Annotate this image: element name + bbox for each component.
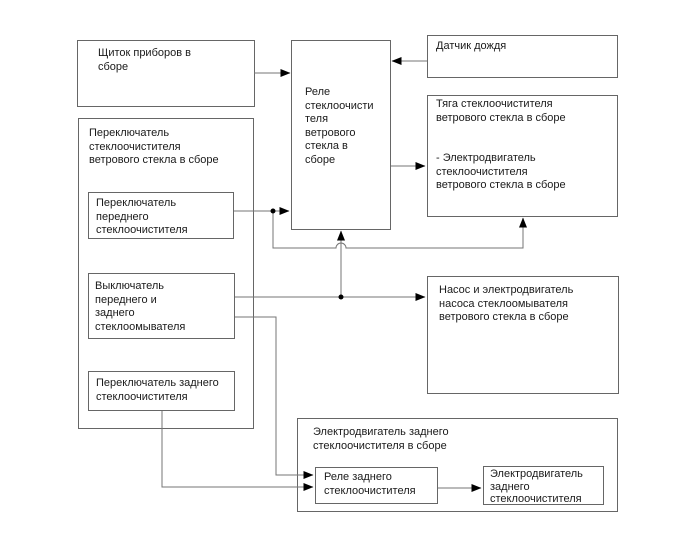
junction-dot-washer-line bbox=[338, 294, 344, 300]
group-label-wiper-switch-assembly: Переключатель стеклоочистителя ветрового… bbox=[89, 127, 219, 166]
node-washer-switch: Выключатель переднего и заднего стеклоом… bbox=[88, 273, 235, 339]
node-washer-pump-motor-label: Насос и электродвигатель насоса стеклоом… bbox=[439, 284, 574, 323]
node-rear-wiper-motor: Электродвигатель заднего стеклоочистител… bbox=[483, 466, 604, 505]
node-rain-sensor-label: Датчик дождя bbox=[436, 40, 507, 52]
node-rear-wiper-switch: Переключатель заднего стеклоочистителя bbox=[88, 371, 235, 411]
node-wiper-linkage-sublabel: - Электродвигатель стеклоочистителя ветр… bbox=[436, 152, 566, 191]
node-front-wiper-switch-label: Переключатель переднего стеклоочистителя bbox=[96, 197, 188, 236]
node-windshield-wiper-relay-label: Реле стеклоочисти теля ветрового стекла … bbox=[305, 86, 374, 166]
node-washer-switch-label: Выключатель переднего и заднего стеклоом… bbox=[95, 280, 186, 333]
node-wiper-linkage-label: Тяга стеклоочистителя ветрового стекла в… bbox=[436, 98, 566, 124]
node-rear-wiper-relay: Реле заднего стеклоочистителя bbox=[315, 467, 438, 504]
node-instrument-panel-label: Щиток приборов в сборе bbox=[98, 47, 191, 73]
node-rear-wiper-relay-label: Реле заднего стеклоочистителя bbox=[324, 471, 416, 497]
node-front-wiper-switch: Переключатель переднего стеклоочистителя bbox=[88, 192, 234, 239]
node-instrument-panel: Щиток приборов в сборе bbox=[77, 40, 255, 107]
group-label-rear-wiper-motor-assembly: Электродвигатель заднего стеклоочистител… bbox=[313, 426, 449, 452]
node-rear-wiper-switch-label: Переключатель заднего стеклоочистителя bbox=[96, 377, 219, 403]
node-rain-sensor: Датчик дождя bbox=[427, 35, 618, 78]
junction-dot-front-switch-line bbox=[270, 208, 276, 214]
node-windshield-wiper-relay: Реле стеклоочисти теля ветрового стекла … bbox=[291, 40, 391, 230]
node-wiper-linkage: Тяга стеклоочистителя ветрового стекла в… bbox=[427, 95, 618, 217]
node-washer-pump-motor: Насос и электродвигатель насоса стеклоом… bbox=[427, 276, 619, 394]
node-rear-wiper-motor-label: Электродвигатель заднего стеклоочистител… bbox=[490, 468, 583, 505]
